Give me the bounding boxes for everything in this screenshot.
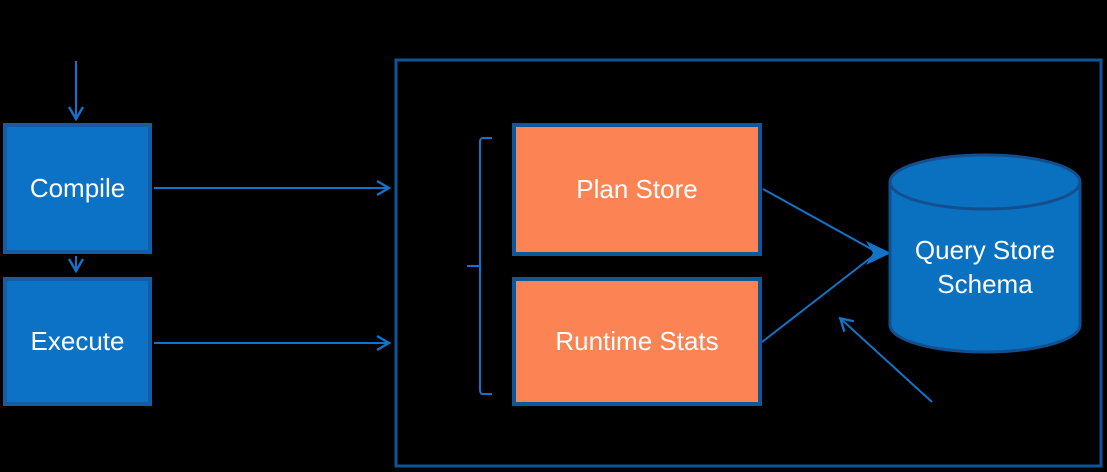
plan-store-node: Plan Store <box>512 123 762 256</box>
execute-label: Execute <box>30 326 125 356</box>
arrow-runtime-stats-to-schema <box>761 255 874 343</box>
query-store-schema-label: Query Store Schema <box>914 235 1056 299</box>
plan-store-label: Plan Store <box>576 174 698 204</box>
database-cylinder-icon <box>888 153 1082 354</box>
query-store-container-box <box>394 58 1103 468</box>
compile-node: Compile <box>3 123 152 254</box>
runtime-stats-label: Runtime Stats <box>555 326 719 356</box>
execute-node: Execute <box>3 277 152 406</box>
grouping-brace <box>467 137 492 395</box>
compile-label: Compile <box>29 173 126 203</box>
runtime-stats-node: Runtime Stats <box>512 277 762 406</box>
arrow-external-to-schema <box>838 316 933 403</box>
arrow-plan-store-to-schema <box>762 188 874 251</box>
merged-arrowhead <box>866 241 891 265</box>
